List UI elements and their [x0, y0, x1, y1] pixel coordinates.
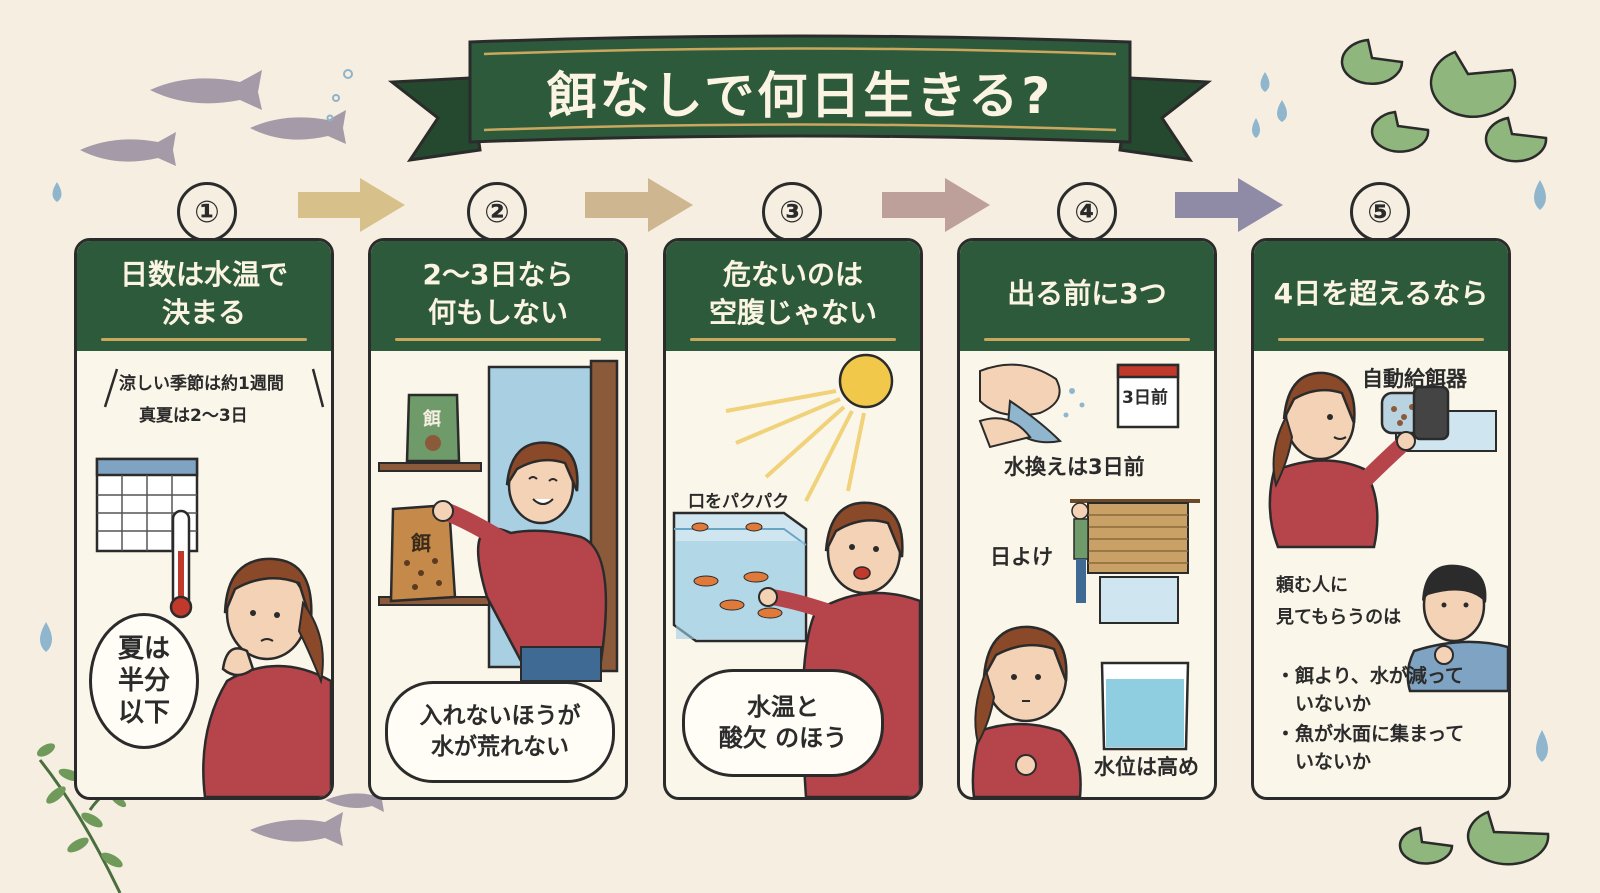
- panel-illustration: [971, 363, 1200, 797]
- note-text: 真夏は2〜3日: [139, 406, 248, 426]
- step-panel-3: 危ないのは 空腹じゃない: [663, 238, 923, 800]
- check-item: ・餌より、水が減って: [1276, 665, 1464, 687]
- lily-pad-icon: [1340, 38, 1550, 866]
- water-drop-icon: [40, 72, 1548, 762]
- sun-icon: [725, 353, 894, 502]
- bubble-line: 水温と: [747, 693, 819, 721]
- check-item: ・魚が水面に集まって: [1276, 723, 1465, 745]
- food-bag-label: 餌: [411, 531, 431, 555]
- step-number-1: ①: [177, 182, 237, 242]
- panel-heading: 2〜3日なら 何もしない: [371, 241, 625, 351]
- helper-text: 頼む人に: [1276, 575, 1348, 596]
- checklist-item: 日よけ: [990, 545, 1053, 569]
- checklist-item: 水換えは3日前: [1004, 455, 1145, 479]
- check-item: いないか: [1276, 693, 1372, 715]
- bubble-icon: [326, 69, 353, 122]
- food-bag-icon: [389, 393, 461, 603]
- heading-line: 何もしない: [427, 296, 568, 329]
- speech-bubble: 入れないほうが 水が荒れない: [385, 681, 615, 783]
- page-title: 餌なしで何日生きる?: [546, 67, 1054, 125]
- heading-line: 4日を超えるなら: [1273, 277, 1489, 310]
- woman-figure: [1268, 371, 1416, 549]
- speech-bubble: 水温と 酸欠 のほう: [682, 669, 884, 777]
- heading-line: 2〜3日なら: [422, 258, 574, 291]
- woman-figure: [971, 625, 1082, 797]
- water-change-icon: [978, 363, 1085, 449]
- panel-illustration: [95, 368, 331, 797]
- panel-heading: 出る前に3つ: [960, 241, 1214, 351]
- note-text: 口をパクパク: [688, 492, 790, 512]
- bubble-line: 入れないほうが: [419, 703, 581, 729]
- food-bag-label: 餌: [423, 409, 441, 430]
- bubble-line: 酸欠 のほう: [718, 724, 848, 752]
- heading-line: 危ないのは: [722, 258, 863, 291]
- bubble-line: 夏は: [117, 634, 170, 664]
- step-panel-4: 出る前に3つ: [957, 238, 1217, 800]
- flow-arrow: [298, 178, 1283, 232]
- heading-line: 決まる: [161, 296, 246, 329]
- step-panel-2: 2〜3日なら 何もしない: [368, 238, 628, 800]
- calendar-icon: [1116, 363, 1180, 429]
- checklist-item: 水位は高め: [1094, 755, 1199, 779]
- device-label: 自動給餌器: [1362, 367, 1467, 391]
- note-text: 涼しい季節は約1週間: [119, 374, 284, 394]
- step-number-3: ③: [762, 182, 822, 242]
- auto-feeder-icon: [1380, 385, 1497, 452]
- fish-tank-icon: [672, 511, 808, 643]
- step-panel-1: 日数は水温で 決まる: [74, 238, 334, 800]
- speech-bubble: 夏は 半分 以下: [89, 613, 199, 749]
- man-figure: [1406, 564, 1508, 693]
- water-level-icon: [1100, 661, 1190, 751]
- panel-heading: 危ないのは 空腹じゃない: [666, 241, 920, 351]
- thermometer-icon: [169, 509, 193, 619]
- heading-line: 空腹じゃない: [708, 296, 877, 329]
- title-banner: [387, 34, 1213, 162]
- helper-text: 見てもらうのは: [1276, 607, 1402, 628]
- woman-figure: [202, 557, 331, 797]
- check-item: いないか: [1276, 751, 1372, 773]
- panel-heading: 日数は水温で 決まる: [77, 241, 331, 351]
- bubble-line: 半分: [117, 666, 170, 696]
- step-number-5: ⑤: [1350, 182, 1410, 242]
- heading-line: 出る前に3つ: [1007, 277, 1167, 310]
- bubble-line: 水が荒れない: [431, 734, 569, 760]
- heading-line: 日数は水温で: [119, 258, 288, 291]
- panel-illustration: [1268, 371, 1508, 693]
- step-number-2: ②: [467, 182, 527, 242]
- calendar-label: 3日前: [1122, 388, 1168, 408]
- fish-icon: [80, 70, 384, 846]
- panel-illustration: [378, 359, 619, 682]
- sunshade-icon: [1070, 499, 1200, 624]
- woman-figure: [432, 441, 608, 682]
- panel-heading: 4日を超えるなら: [1254, 241, 1508, 351]
- step-number-4: ④: [1057, 182, 1117, 242]
- bubble-line: 以下: [117, 698, 170, 728]
- step-panel-5: 4日を超えるなら: [1251, 238, 1511, 800]
